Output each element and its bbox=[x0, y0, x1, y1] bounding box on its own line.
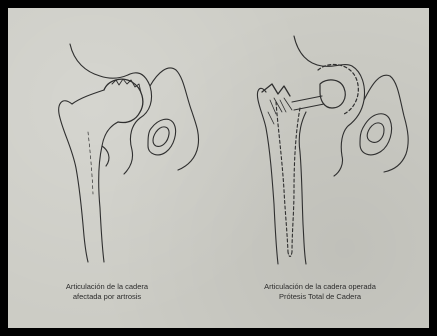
caption-prosthesis-hip: Articulación de la cadera operada Prótes… bbox=[222, 282, 418, 302]
caption-left-line-1: Articulación de la cadera bbox=[22, 282, 192, 292]
arthritic-hip-illustration bbox=[59, 44, 199, 262]
left-foramen-inner bbox=[153, 127, 169, 146]
prosthesis-neck bbox=[292, 96, 324, 110]
right-femur-inner bbox=[299, 112, 306, 264]
bone-hatching bbox=[268, 98, 292, 124]
caption-left-line-2: afectada por artrosis bbox=[22, 292, 192, 302]
left-joint-surface-damage bbox=[112, 79, 141, 93]
right-foramen-inner bbox=[367, 123, 384, 142]
prosthesis-stem-tip bbox=[288, 252, 292, 257]
left-medullary-line bbox=[88, 132, 93, 194]
right-trochanter-fragments bbox=[262, 84, 290, 96]
right-pelvis-outline bbox=[294, 36, 365, 176]
caption-right-line-2: Prótesis Total de Cadera bbox=[222, 292, 418, 302]
right-femur-outer bbox=[266, 128, 278, 264]
right-femur-top bbox=[257, 88, 266, 128]
left-lesser-trochanter bbox=[102, 146, 109, 166]
prosthesis-stem bbox=[276, 102, 300, 252]
left-femur-outer bbox=[59, 101, 88, 262]
right-ilium-outline bbox=[364, 75, 408, 172]
left-pelvis-outline bbox=[70, 44, 152, 174]
left-femur-neck-top bbox=[72, 90, 104, 104]
left-obturator-foramen bbox=[148, 119, 176, 155]
left-femur-inner bbox=[99, 122, 118, 262]
caption-right-line-1: Articulación de la cadera operada bbox=[222, 282, 418, 292]
right-obturator-foramen bbox=[360, 114, 392, 155]
caption-arthritic-hip: Articulación de la cadera afectada por a… bbox=[22, 282, 192, 302]
prosthesis-hip-illustration bbox=[257, 36, 408, 264]
